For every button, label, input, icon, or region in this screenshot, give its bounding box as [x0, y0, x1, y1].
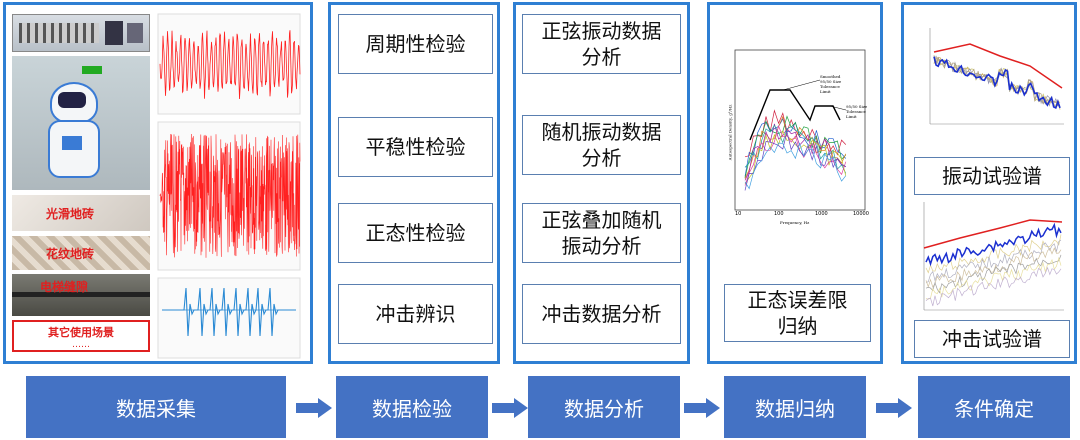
chart-x-tick-10000: 10000 [853, 211, 869, 217]
step-condition-determination: 条件确定 [918, 376, 1070, 438]
other-scenes-label: 其它使用场景 [48, 326, 114, 339]
chart-x-tick-10: 10 [735, 211, 742, 217]
step-data-collection: 数据采集 [26, 376, 286, 438]
shock-data-analysis-box: 冲击数据分析 [522, 284, 681, 344]
chart-legend-1: Smoothed 95/50 Size Tolerance Limit [820, 74, 842, 94]
chart-legend-2: 95/50 Size Tolerance Limit [846, 104, 868, 119]
arrow-right-icon [684, 398, 720, 418]
periodicity-test-box: 周期性检验 [338, 14, 493, 74]
vibration-spectrum-plot [918, 22, 1066, 134]
other-scenes-box: 其它使用场景 …… [12, 320, 150, 352]
step-data-check: 数据检验 [336, 376, 488, 438]
shock-signal-plot [157, 277, 301, 359]
elevator-gap-image: 电梯缝隙 [12, 274, 150, 316]
arrow-right-icon [876, 398, 912, 418]
vibration-spectrum-caption: 振动试验谱 [914, 157, 1070, 195]
step-data-analysis: 数据分析 [528, 376, 680, 438]
sine-vibration-analysis-box: 正弦振动数据 分析 [522, 14, 681, 74]
chart-x-tick-100: 100 [774, 211, 784, 217]
random-vibration-analysis-box: 随机振动数据 分析 [522, 115, 681, 175]
robot-image [12, 56, 150, 190]
pattern-tile-label: 花纹地砖 [46, 247, 95, 261]
sine-on-random-analysis-box: 正弦叠加随机 振动分析 [522, 203, 681, 263]
chart-x-tick-1000: 1000 [815, 211, 828, 217]
acquisition-device-image [12, 14, 150, 52]
stationarity-test-box: 平稳性检验 [338, 117, 493, 177]
other-scenes-dots: …… [72, 340, 90, 350]
step-data-induction: 数据归纳 [724, 376, 866, 438]
shock-identification-box: 冲击辨识 [338, 284, 493, 344]
normal-tolerance-caption: 正态误差限 归纳 [724, 284, 871, 342]
random-signal-plot [157, 121, 301, 271]
arrow-right-icon [296, 398, 332, 418]
shock-spectrum-caption: 冲击试验谱 [914, 320, 1070, 358]
pattern-tile-image: 花纹地砖 [12, 236, 150, 270]
arrow-right-icon [492, 398, 528, 418]
elevator-gap-label: 电梯缝隙 [40, 280, 89, 294]
periodic-signal-plot [157, 13, 301, 115]
chart-x-label: Frequency, Hz [780, 220, 810, 225]
normality-test-box: 正态性检验 [338, 203, 493, 263]
shock-spectrum-plot [918, 196, 1066, 314]
smooth-tile-label: 光滑地砖 [46, 207, 95, 221]
smooth-tile-image: 光滑地砖 [12, 195, 150, 231]
